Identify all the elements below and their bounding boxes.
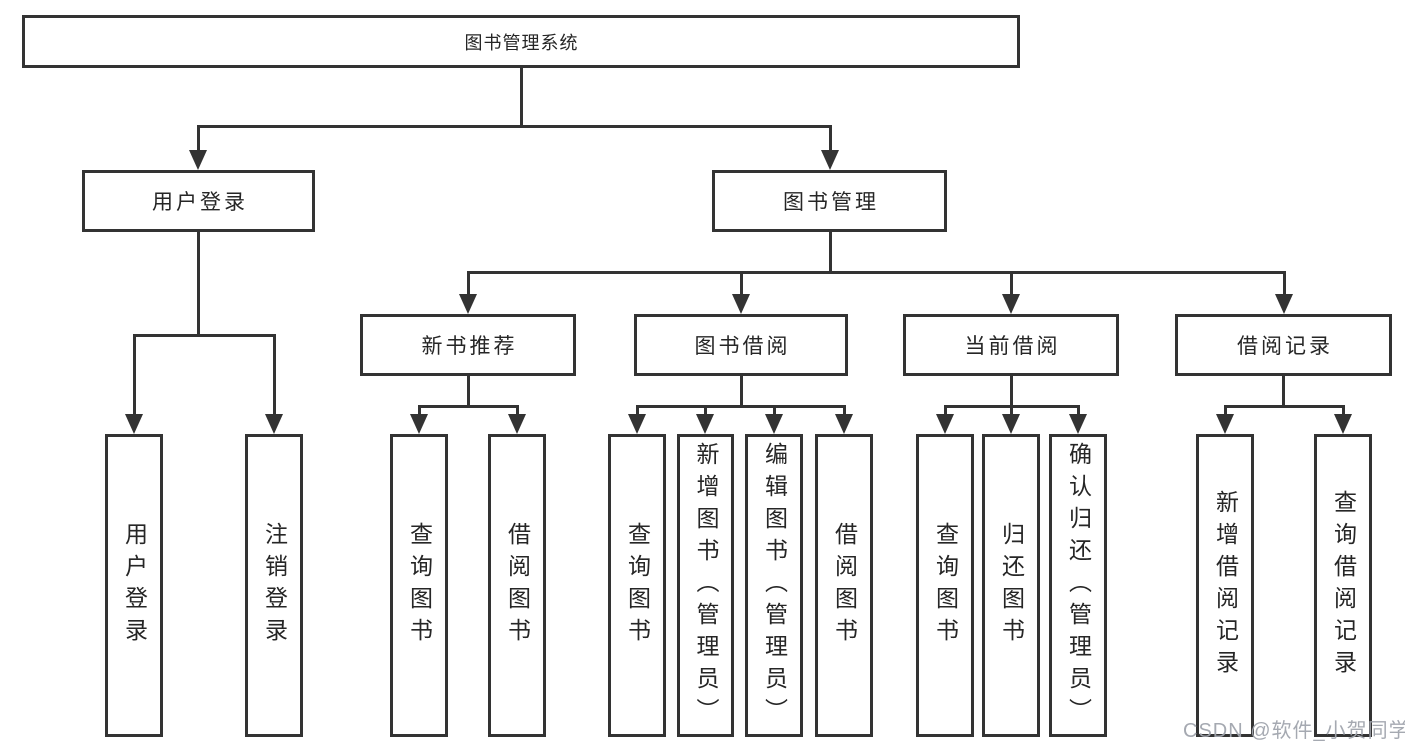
node-book-borrow: 图书借阅 xyxy=(634,314,848,376)
arrowhead-down-icon xyxy=(265,414,283,434)
arrowhead-down-icon xyxy=(628,414,646,434)
connector-line-horizontal xyxy=(417,404,519,408)
connector-line-vertical xyxy=(1282,272,1286,296)
connector-line-vertical xyxy=(1341,406,1345,416)
node-query-borrow-record: 查询借阅记录 xyxy=(1314,434,1372,737)
connector-line-horizontal xyxy=(635,404,846,408)
arrowhead-down-icon xyxy=(936,414,954,434)
connector-line-vertical xyxy=(1009,376,1013,406)
arrowhead-down-icon xyxy=(1069,414,1087,434)
connector-line-vertical xyxy=(515,406,519,416)
node-edit-books-admin: 编辑图书（管理员） xyxy=(745,434,803,737)
node-add-books-admin: 新增图书（管理员） xyxy=(677,434,734,737)
node-book-management: 图书管理 xyxy=(712,170,947,232)
connector-line-horizontal xyxy=(196,124,832,128)
arrowhead-down-icon xyxy=(125,414,143,434)
connector-line-horizontal xyxy=(132,333,276,337)
connector-line-vertical xyxy=(943,406,947,416)
connector-line-vertical xyxy=(842,406,846,416)
connector-line-vertical xyxy=(739,376,743,406)
arrowhead-down-icon xyxy=(1275,294,1293,314)
node-query-books-3: 查询图书 xyxy=(916,434,974,737)
arrowhead-down-icon xyxy=(1334,414,1352,434)
connector-line-vertical xyxy=(1223,406,1227,416)
connector-line-vertical xyxy=(828,232,832,272)
connector-line-vertical xyxy=(739,272,743,296)
arrowhead-down-icon xyxy=(1002,414,1020,434)
connector-line-horizontal xyxy=(1223,404,1345,408)
connector-line-horizontal xyxy=(466,270,1286,274)
arrowhead-down-icon xyxy=(835,414,853,434)
node-query-books-2: 查询图书 xyxy=(608,434,666,737)
node-borrow-records: 借阅记录 xyxy=(1175,314,1392,376)
connector-line-vertical xyxy=(1009,272,1013,296)
node-user-login: 用户登录 xyxy=(105,434,163,737)
connector-line-vertical xyxy=(272,335,276,416)
connector-line-vertical xyxy=(1281,376,1285,406)
node-return-books: 归还图书 xyxy=(982,434,1040,737)
csdn-watermark: CSDN @软件_小贺同学 xyxy=(1183,720,1405,742)
connector-line-vertical xyxy=(1076,406,1080,416)
connector-line-vertical xyxy=(466,272,470,296)
node-current-borrow: 当前借阅 xyxy=(903,314,1119,376)
connector-line-vertical xyxy=(635,406,639,416)
node-system: 图书管理系统 xyxy=(22,15,1020,68)
connector-line-vertical xyxy=(196,232,200,335)
arrowhead-down-icon xyxy=(821,150,839,170)
node-borrow-books-1: 借阅图书 xyxy=(488,434,546,737)
arrowhead-down-icon xyxy=(732,294,750,314)
node-new-book-recommend: 新书推荐 xyxy=(360,314,576,376)
arrowhead-down-icon xyxy=(508,414,526,434)
connector-line-vertical xyxy=(466,376,470,406)
node-query-books-1: 查询图书 xyxy=(390,434,448,737)
arrowhead-down-icon xyxy=(1216,414,1234,434)
connector-line-vertical xyxy=(196,126,200,152)
arrowhead-down-icon xyxy=(189,150,207,170)
arrowhead-down-icon xyxy=(765,414,783,434)
connector-line-vertical xyxy=(772,406,776,416)
arrowhead-down-icon xyxy=(410,414,428,434)
connector-line-vertical xyxy=(519,68,523,126)
arrowhead-down-icon xyxy=(459,294,477,314)
node-confirm-return-admin: 确认归还（管理员） xyxy=(1049,434,1107,737)
node-add-borrow-record: 新增借阅记录 xyxy=(1196,434,1254,737)
connector-line-vertical xyxy=(1009,406,1013,416)
node-logout: 注销登录 xyxy=(245,434,303,737)
connector-line-vertical xyxy=(828,126,832,152)
connector-line-vertical xyxy=(703,406,707,416)
node-borrow-books-2: 借阅图书 xyxy=(815,434,873,737)
node-user-login-module: 用户登录 xyxy=(82,170,315,232)
arrowhead-down-icon xyxy=(1002,294,1020,314)
connector-line-vertical xyxy=(132,335,136,416)
connector-line-vertical xyxy=(417,406,421,416)
arrowhead-down-icon xyxy=(696,414,714,434)
